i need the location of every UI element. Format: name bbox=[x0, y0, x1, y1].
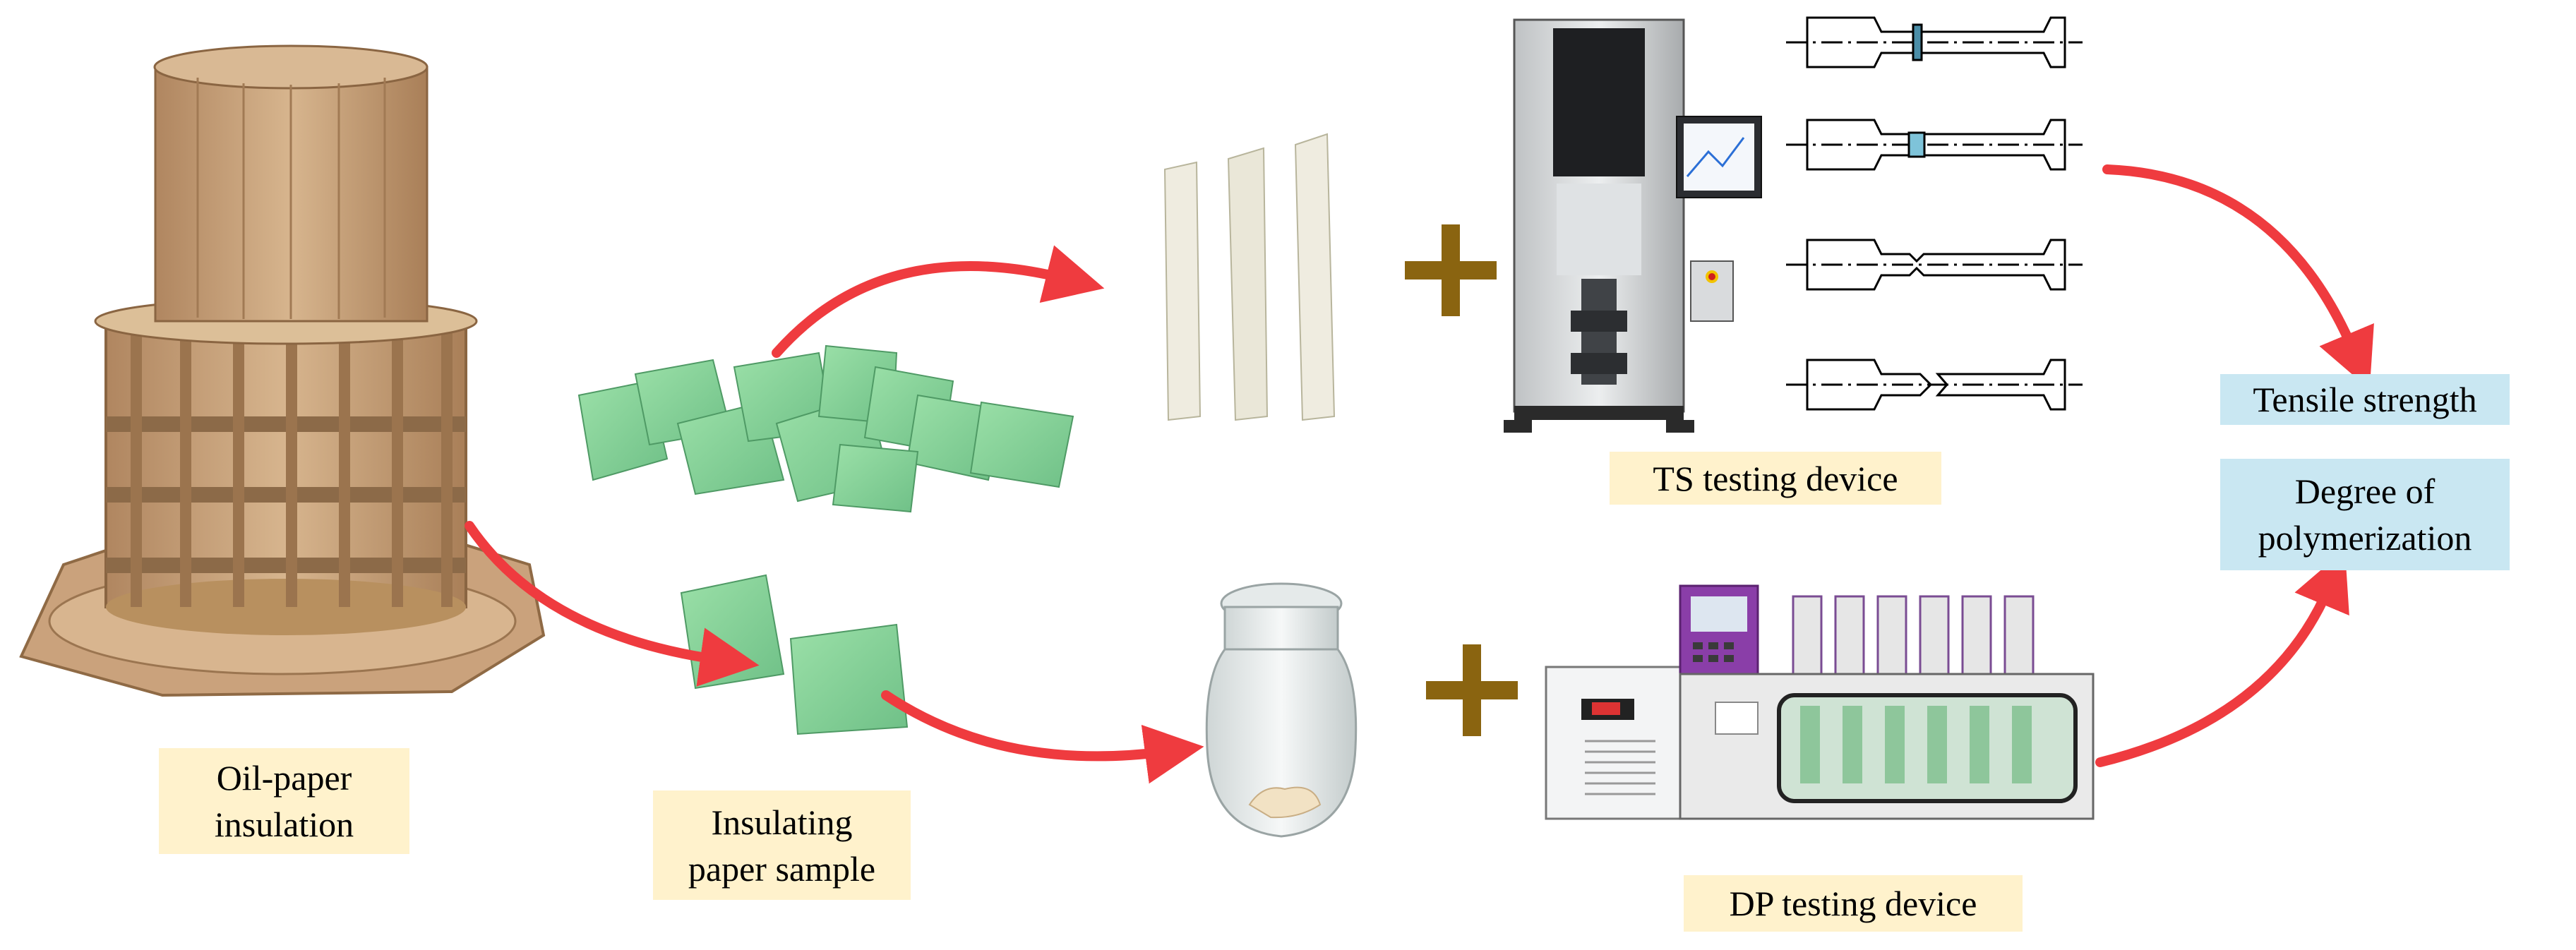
paper-strips-icon bbox=[1163, 133, 1336, 421]
oil-paper-text: Oil-paper insulation bbox=[214, 758, 354, 844]
specimen-diagram-icon bbox=[1786, 16, 2083, 411]
insulating-sample-text: Insulating paper sample bbox=[688, 802, 876, 889]
ts-device-label: TS testing device bbox=[1610, 452, 1941, 505]
plus-icon-bottom bbox=[1426, 644, 1518, 736]
paper-pieces-icon bbox=[577, 344, 1074, 513]
specimen-row-2 bbox=[1786, 119, 2083, 171]
specimen-row-4 bbox=[1786, 359, 2083, 411]
insulation-cylinder-icon bbox=[19, 44, 546, 697]
oil-paper-label: Oil-paper insulation bbox=[159, 748, 409, 854]
dp-device-label: DP testing device bbox=[1684, 875, 2023, 932]
glass-jar-icon bbox=[1205, 582, 1358, 838]
ts-device-text: TS testing device bbox=[1653, 458, 1898, 498]
arrow-samples-to-jar bbox=[881, 690, 1204, 784]
arrow-dp-device-to-degree bbox=[2095, 549, 2349, 767]
arrow-specimen-to-tensile bbox=[2102, 164, 2374, 390]
arrow-pieces-to-strips bbox=[772, 245, 1105, 358]
tensile-tester-icon bbox=[1504, 18, 1762, 433]
plus-icon-top bbox=[1405, 224, 1497, 316]
tensile-strength-text: Tensile strength bbox=[2253, 380, 2477, 419]
specimen-row-1 bbox=[1786, 16, 2083, 68]
arrow-cylinder-to-samples bbox=[465, 521, 760, 687]
insulating-sample-label: Insulating paper sample bbox=[653, 790, 911, 900]
tensile-strength-label: Tensile strength bbox=[2220, 374, 2510, 425]
specimen-row-3 bbox=[1786, 239, 2083, 291]
dp-text: Degree of polymerization bbox=[2258, 471, 2472, 558]
dp-device-text: DP testing device bbox=[1729, 884, 1977, 923]
viscometer-bath-icon bbox=[1545, 584, 2095, 820]
arrows bbox=[465, 164, 2374, 784]
dp-label: Degree of polymerization bbox=[2220, 459, 2510, 570]
